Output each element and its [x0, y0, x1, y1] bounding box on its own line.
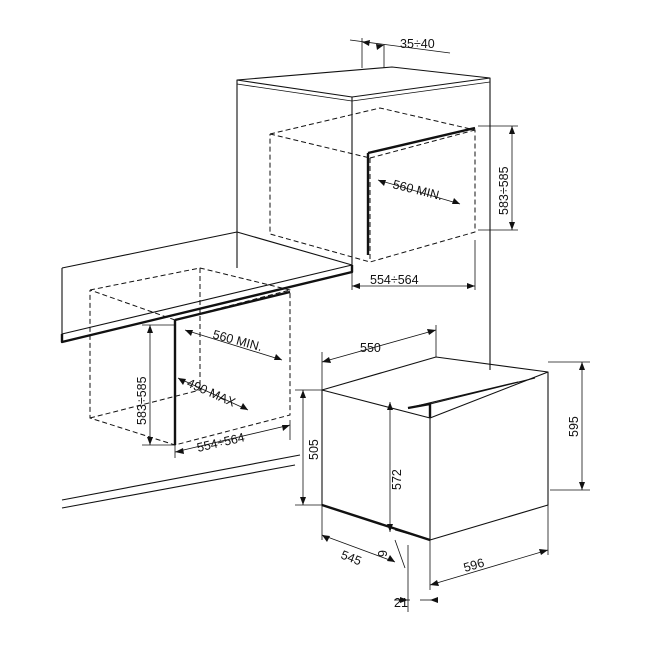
oven-front-step-dimension: 6 [375, 539, 406, 569]
upper-height-dimension: 583÷585 [478, 125, 518, 231]
tall-cabinet [236, 66, 491, 370]
oven-width-label: 596 [462, 556, 486, 575]
lower-opening [89, 267, 291, 446]
upper-opening [269, 107, 476, 263]
oven-height-front-dimension: 505 [295, 389, 322, 506]
lower-depth-max-label: 490 MAX [185, 376, 238, 410]
upper-depth-dimension: 560 MIN. [377, 177, 461, 205]
oven-height-total-dimension: 595 [548, 361, 590, 491]
oven-top-depth-dimension: 550 [321, 325, 437, 390]
oven-bottom-depth-dimension: 545 [321, 505, 396, 569]
lower-height-label: 583÷585 [135, 376, 149, 425]
oven-inner-height-dimension: 572 [387, 402, 404, 532]
top-gap-dimension: 35÷40 [349, 37, 451, 68]
lower-width-label: 554÷564 [196, 430, 247, 455]
oven-top-depth-label: 550 [360, 341, 381, 355]
oven-unit [321, 356, 549, 542]
lower-width-dimension: 554÷564 [174, 420, 291, 458]
lower-height-dimension: 583÷585 [135, 324, 175, 446]
oven-bottom-depth-label: 545 [339, 548, 364, 569]
top-gap-label: 35÷40 [400, 37, 435, 51]
upper-width-dimension: 554÷564 [351, 240, 476, 290]
oven-inner-height-label: 572 [390, 469, 404, 490]
oven-front-step-label: 6 [375, 550, 389, 557]
oven-panel-thickness-label: 21 [394, 596, 408, 610]
oven-height-total-label: 595 [567, 416, 581, 437]
upper-height-label: 583÷585 [497, 166, 511, 215]
countertop [60, 231, 354, 509]
upper-width-label: 554÷564 [370, 273, 419, 287]
oven-panel-thickness-dimension: 21 [394, 545, 438, 612]
lower-depth-max-dimension: 490 MAX [177, 376, 249, 411]
upper-depth-label: 560 MIN. [391, 177, 444, 203]
lower-depth-label: 560 MIN. [211, 327, 264, 354]
oven-width-dimension: 596 [429, 505, 549, 590]
oven-height-front-label: 505 [307, 439, 321, 460]
